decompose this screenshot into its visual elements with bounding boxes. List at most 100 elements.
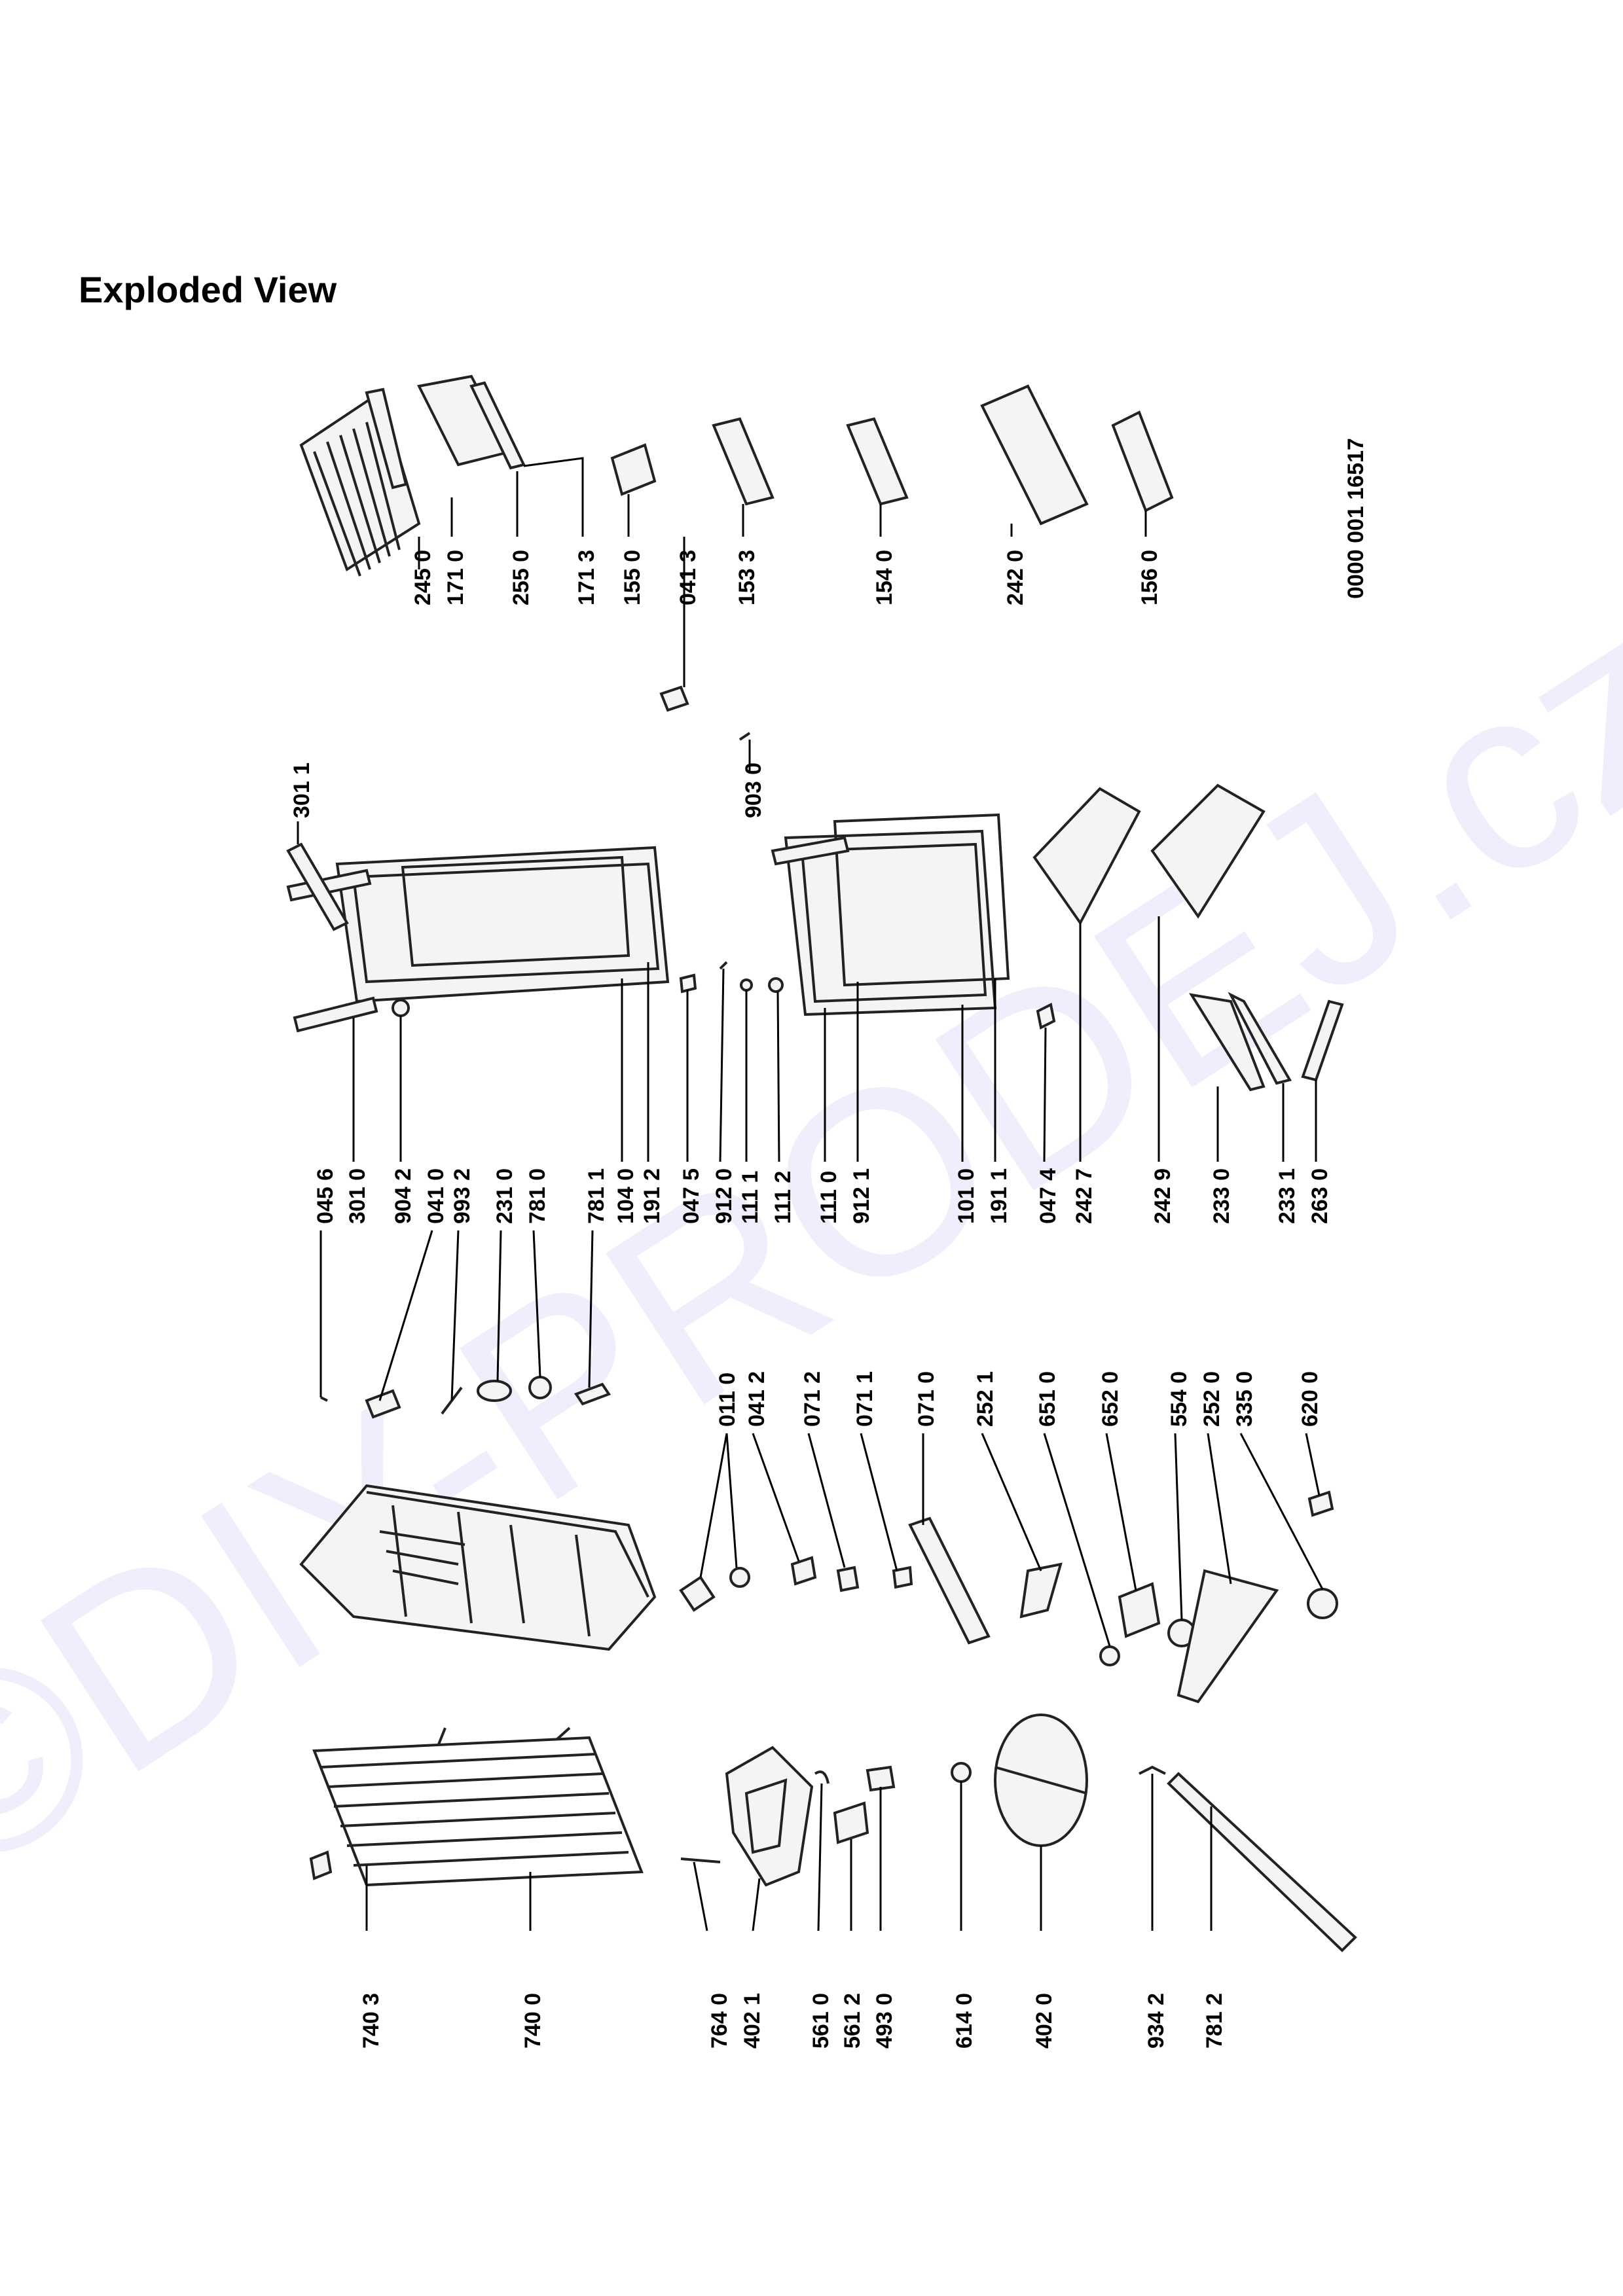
- cover-strip-part: [1167, 1772, 1357, 1952]
- label-301-0: 301 0: [345, 1168, 370, 1224]
- label-047-5: 047 5: [679, 1168, 704, 1224]
- rail-lower-part: [1228, 992, 1292, 1085]
- crisper-drawer-lower-part: [1150, 783, 1266, 919]
- glass-shelf-trim-part: [469, 381, 526, 470]
- label-155-0: 155 0: [620, 550, 645, 605]
- label-781-1: 781 1: [584, 1168, 609, 1224]
- label-242-0: 242 0: [1003, 550, 1028, 605]
- label-402-1: 402 1: [740, 1993, 765, 2049]
- label-245-0: 245 0: [410, 550, 435, 605]
- hinge-cap-part: [892, 1566, 913, 1589]
- door-bin-part: [712, 417, 775, 506]
- wire-part: [1139, 1765, 1166, 1775]
- foot-part: [528, 1376, 552, 1399]
- label-171-0: 171 0: [443, 550, 468, 605]
- label-614-0: 614 0: [952, 1993, 977, 2049]
- label-153-3: 153 3: [735, 550, 759, 605]
- door-shelf-bar-part: [771, 836, 850, 866]
- egg-tray-part: [610, 443, 657, 496]
- label-912-1: 912 1: [849, 1168, 874, 1224]
- label-071-1: 071 1: [852, 1371, 877, 1427]
- label-993-2: 993 2: [450, 1168, 475, 1224]
- label-651-0: 651 0: [1035, 1371, 1060, 1427]
- label-620-0: 620 0: [1298, 1371, 1322, 1427]
- handle-cover-part: [286, 869, 372, 902]
- lamp-holder-part: [1019, 1562, 1063, 1619]
- label-252-0: 252 0: [1199, 1371, 1224, 1427]
- drawing-number: 0000 001 16517: [1343, 438, 1368, 599]
- hinge-pin-part: [679, 973, 697, 994]
- label-781-0: 781 0: [525, 1168, 550, 1224]
- label-231-0: 231 0: [492, 1168, 517, 1224]
- label-154-0: 154 0: [872, 550, 897, 605]
- label-191-1: 191 1: [987, 1168, 1012, 1224]
- thermostat-part: [679, 1567, 750, 1612]
- control-box-part: [725, 1746, 814, 1887]
- hinge-cover-part: [836, 1566, 860, 1592]
- label-191-2: 191 2: [640, 1168, 665, 1224]
- label-912-0: 912 0: [712, 1168, 737, 1224]
- fridge-door-part: [784, 829, 997, 1016]
- label-764-0: 764 0: [707, 1993, 732, 2049]
- label-301-1: 301 1: [289, 762, 314, 818]
- label-104-0: 104 0: [613, 1168, 638, 1224]
- label-402-0: 402 0: [1032, 1993, 1057, 2049]
- bracket-part: [365, 1389, 401, 1419]
- label-111-1: 111 1: [738, 1171, 763, 1224]
- label-242-9: 242 9: [1150, 1168, 1175, 1224]
- drain-cap-part: [1307, 1490, 1334, 1517]
- label-111-2: 111 2: [771, 1171, 795, 1224]
- screw-part: [320, 1396, 328, 1402]
- control-panel-part: [1176, 1569, 1279, 1704]
- overload-part: [866, 1765, 896, 1792]
- label-252-1: 252 1: [973, 1371, 998, 1427]
- compressor-part: [994, 1713, 1088, 1847]
- fridge-door-gasket-part: [833, 813, 1010, 987]
- label-041-3: 041 3: [676, 550, 701, 605]
- tray-part: [908, 1516, 991, 1645]
- label-047-4: 047 4: [1036, 1168, 1061, 1224]
- label-011-0: 011 0: [715, 1372, 740, 1427]
- label-171-3: 171 3: [574, 550, 599, 605]
- handle-part: [293, 996, 378, 1033]
- grommet-part: [951, 1762, 972, 1783]
- label-740-3: 740 3: [359, 1993, 384, 2049]
- label-233-0: 233 0: [1209, 1168, 1234, 1224]
- label-934-2: 934 2: [1144, 1993, 1169, 2049]
- hinge-bracket-part: [1036, 1003, 1056, 1030]
- label-561-2: 561 2: [840, 1993, 865, 2049]
- door-bin-lower-part: [846, 417, 909, 506]
- label-561-0: 561 0: [809, 1993, 833, 2049]
- knob-part: [1307, 1588, 1338, 1619]
- label-263-0: 263 0: [1307, 1168, 1332, 1224]
- bottom-trim-part: [1301, 999, 1344, 1082]
- washer-part: [477, 1380, 512, 1402]
- rail-part: [1188, 993, 1266, 1092]
- label-904-2: 904 2: [391, 1168, 416, 1224]
- bottle-bin-part: [980, 384, 1089, 526]
- crisper-drawer-part: [1032, 787, 1141, 925]
- label-041-2: 041 2: [744, 1371, 769, 1427]
- ice-tray-part: [1111, 410, 1174, 512]
- label-493-0: 493 0: [872, 1993, 897, 2049]
- capillary-tube-part: [680, 1857, 721, 1863]
- label-156-0: 156 0: [1137, 550, 1162, 605]
- spring-part: [719, 961, 728, 970]
- label-045-6: 045 6: [313, 1168, 338, 1224]
- hinge-part: [790, 1556, 817, 1586]
- label-242-7: 242 7: [1072, 1168, 1097, 1224]
- condenser-part: [312, 1727, 644, 1887]
- label-335-0: 335 0: [1232, 1371, 1257, 1427]
- part-labels: 740 3 740 0 764 0 402 1 561 0 561 2 493 …: [289, 438, 1368, 2049]
- small-clip-part: [814, 1770, 830, 1784]
- label-041-0: 041 0: [424, 1168, 448, 1224]
- cabinet-part: [299, 1484, 657, 1651]
- condenser-clip-part: [309, 1850, 333, 1880]
- label-111-0: 111 0: [816, 1171, 841, 1224]
- roller-part: [574, 1382, 611, 1406]
- label-071-0: 071 0: [914, 1371, 939, 1427]
- lamp-part: [1099, 1645, 1120, 1666]
- label-233-1: 233 1: [1275, 1168, 1300, 1224]
- leader-lines: [297, 457, 1324, 1931]
